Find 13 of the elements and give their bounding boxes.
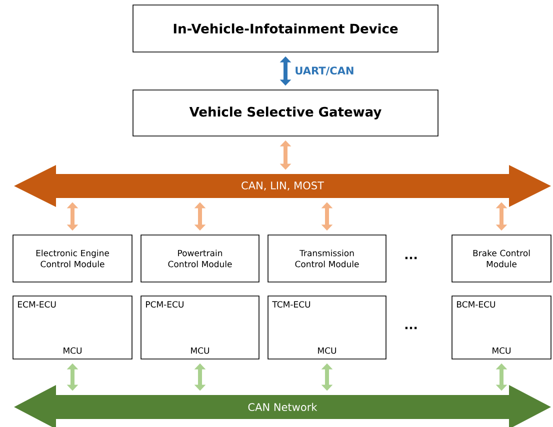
module-box: Powertrain Control Module <box>140 234 260 282</box>
ellipsis: ... <box>405 256 417 260</box>
ecu-box: ECM-ECU MCU <box>12 296 132 360</box>
module-box: Transmission Control Module <box>268 234 386 282</box>
title-box: In-Vehicle-Infotainment Device <box>132 4 438 52</box>
ecu-box: BCM-ECU MCU <box>452 296 552 360</box>
title-box: Vehicle Selective Gateway <box>132 90 438 136</box>
module-box: Electronic Engine Control Module <box>12 234 132 282</box>
edge-label: UART/CAN <box>296 66 354 76</box>
module-box: Brake Control Module <box>452 234 552 282</box>
ellipsis: ... <box>405 326 417 330</box>
ecu-box: PCM-ECU MCU <box>140 296 260 360</box>
ecu-box: TCM-ECU MCU <box>268 296 386 360</box>
